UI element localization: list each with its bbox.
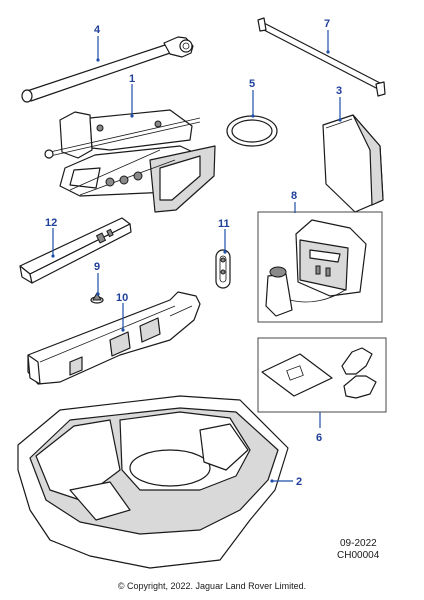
callout-1: 1 xyxy=(129,73,135,85)
o-ring-part xyxy=(226,115,278,147)
callout-11: 11 xyxy=(218,218,230,230)
spare-wheel-tray-part xyxy=(17,395,289,569)
drawing-code: CH00004 xyxy=(337,550,380,561)
bag-part xyxy=(322,114,384,213)
clip-part xyxy=(90,291,104,304)
leader-lines xyxy=(51,30,342,483)
callout-5: 5 xyxy=(249,78,255,90)
callout-6: 6 xyxy=(316,432,322,444)
compressor-kit-part xyxy=(265,219,367,317)
date-code: 09-2022 xyxy=(340,538,377,549)
copyright-notice: © Copyright, 2022. Jaguar Land Rover Lim… xyxy=(117,581,307,591)
bracket-bar-part xyxy=(19,217,132,284)
callout-8: 8 xyxy=(291,190,297,202)
kit-contents-part xyxy=(261,347,377,399)
foam-support-part xyxy=(27,291,201,385)
callout-7: 7 xyxy=(324,18,330,30)
callout-9: 9 xyxy=(94,261,100,273)
wheel-brace-part xyxy=(21,36,194,103)
tow-eye-part xyxy=(215,249,231,289)
callout-10: 10 xyxy=(116,292,128,304)
callout-12: 12 xyxy=(45,217,57,229)
bar-part xyxy=(257,17,386,97)
kit-contents-box xyxy=(257,337,387,413)
callout-4: 4 xyxy=(94,24,101,36)
callout-3: 3 xyxy=(336,85,342,97)
scissor-jack-part xyxy=(44,109,216,213)
callout-2: 2 xyxy=(296,476,302,488)
compressor-kit-box xyxy=(257,211,383,323)
